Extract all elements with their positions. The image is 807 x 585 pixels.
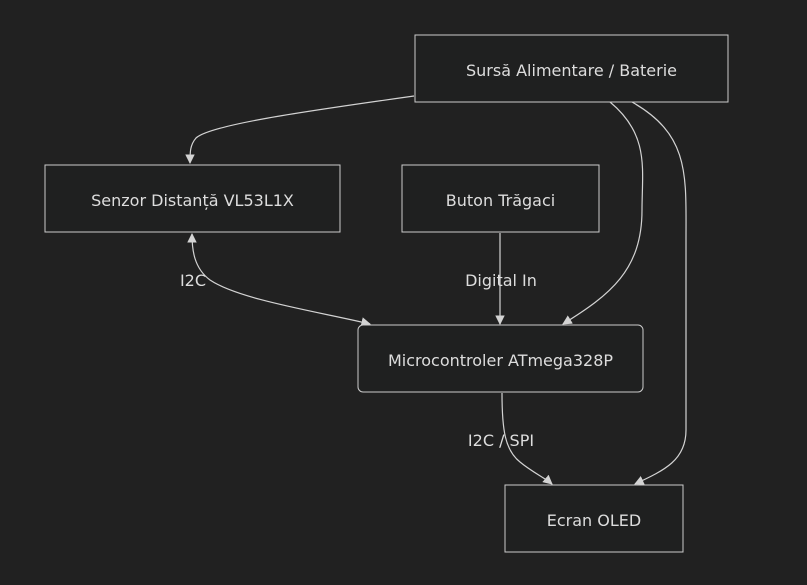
edge-mcu-to-oled bbox=[501, 392, 553, 485]
edge-label-digital-in: Digital In bbox=[465, 271, 537, 290]
node-label-microcontroller: Microcontroler ATmega328P bbox=[388, 351, 613, 370]
node-label-distance-sensor: Senzor Distanță VL53L1X bbox=[91, 191, 294, 210]
node-oled-display[interactable]: Ecran OLED bbox=[504, 484, 684, 553]
node-trigger-button[interactable]: Buton Trăgaci bbox=[401, 164, 600, 233]
node-power-supply[interactable]: Sursă Alimentare / Baterie bbox=[414, 34, 729, 103]
edge-power-to-oled bbox=[631, 101, 687, 485]
edge-sensor-mcu-i2c bbox=[187, 233, 371, 327]
node-label-oled-display: Ecran OLED bbox=[547, 511, 641, 530]
edge-power-to-mcu bbox=[562, 101, 644, 325]
node-label-power-supply: Sursă Alimentare / Baterie bbox=[466, 61, 677, 80]
edge-label-i2c: I2C bbox=[180, 271, 206, 290]
node-label-trigger-button: Buton Trăgaci bbox=[446, 191, 555, 210]
edge-label-i2c-spi: I2C / SPI bbox=[468, 431, 534, 450]
edge-power-to-sensor bbox=[185, 95, 415, 164]
node-microcontroller[interactable]: Microcontroler ATmega328P bbox=[357, 324, 644, 393]
node-distance-sensor[interactable]: Senzor Distanță VL53L1X bbox=[44, 164, 341, 233]
